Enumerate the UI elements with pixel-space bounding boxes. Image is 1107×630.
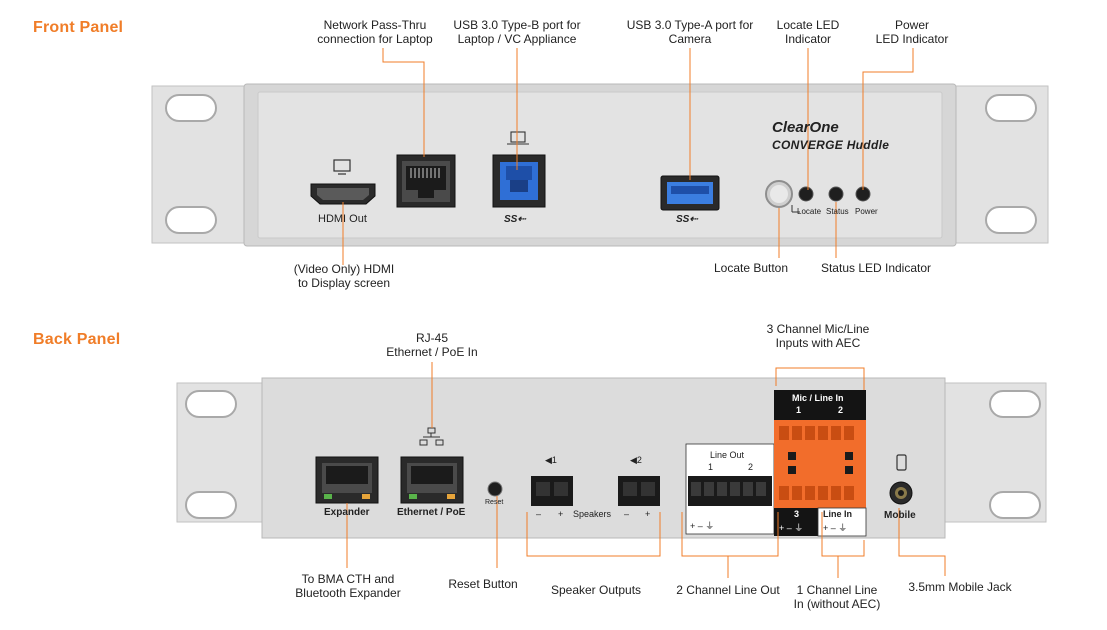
front-panel-chassis [151,83,1049,247]
channel-3-pins: + – ⏚ [779,523,804,533]
reset-button [487,481,503,497]
line-out-2-label: 2 [748,462,754,472]
hdmi-port [310,159,376,205]
channel-3-label: 3 [794,509,800,519]
callout-mic-line-inputs: 3 Channel Mic/Line Inputs with AEC [766,322,870,350]
reset-label: Reset [485,499,504,506]
speaker-1-icon: ◀1 [545,455,557,465]
line-in-pins: + – ⏚ [823,523,848,533]
expander-rj45-port [315,456,379,504]
rack-hole [985,206,1037,234]
callout-power-led: Power LED Indicator [875,18,949,46]
callout-line-in: 1 Channel Line In (without AEC) [793,583,881,611]
mic-line-in-label: Mic / Line In [792,393,844,403]
speakers-label: Speakers [573,509,612,519]
line-out-pins: + – ⏚ [690,521,715,531]
brand-logo-text: ClearOne [772,119,839,136]
speaker-terminal-1 [531,476,573,506]
rack-hole [165,94,217,122]
locate-button [765,180,793,208]
ethernet-poe-port [400,427,464,504]
mic-line-in-terminal [774,390,867,537]
callout-status-led: Status LED Indicator [820,261,932,275]
rack-hole [185,491,237,519]
speaker-2-plus: + [645,509,651,519]
phone-icon [896,454,907,471]
status-led [828,186,844,202]
rack-hole [985,94,1037,122]
back-callout-lines [346,362,946,578]
callout-mobile-jack: 3.5mm Mobile Jack [908,580,1012,594]
rack-hole [165,206,217,234]
speaker-1-minus: – [536,509,542,519]
callout-usb-type-b: USB 3.0 Type-B port for Laptop / VC Appl… [453,18,581,46]
speaker-terminal-2 [618,476,660,506]
locate-led [798,186,814,202]
callout-rj45: RJ-45 Ethernet / PoE In [386,331,478,359]
expander-label: Expander [324,507,370,518]
locate-led-label: Locate [797,207,822,216]
network-icon [419,427,444,446]
model-name: CONVERGE Huddle [772,138,890,152]
speaker-2-icon: ◀2 [630,455,642,465]
usb-type-b-port [492,131,546,208]
rack-hole [989,491,1041,519]
callout-network-pass-thru: Network Pass-Thru connection for Laptop [317,18,433,46]
mobile-jack [889,454,913,505]
callout-bma-expander: To BMA CTH and Bluetooth Expander [295,572,401,600]
mic-2-label: 2 [838,405,844,415]
speaker-2-minus: – [624,509,630,519]
front-panel-title: Front Panel [33,19,124,36]
callout-usb-type-a: USB 3.0 Type-A port for Camera [626,18,754,46]
hdmi-out-label: HDMI Out [318,213,367,225]
line-in-label: Line In [823,509,852,519]
callout-locate-button: Locate Button [713,261,789,275]
line-out-1-label: 1 [708,462,714,472]
line-out-label: Line Out [710,450,745,460]
rack-hole [989,390,1041,418]
mic-1-label: 1 [796,405,802,415]
superspeed-usb-icon: SS⇠ [676,214,698,225]
back-panel-title: Back Panel [33,331,121,348]
front-callout-lines [342,48,914,265]
callout-line-out: 2 Channel Line Out [676,583,780,597]
callout-locate-led: Locate LED Indicator [776,18,840,46]
callout-reset-button: Reset Button [448,577,518,591]
laptop-icon [510,131,526,143]
monitor-icon [333,159,351,172]
speaker-1-plus: + [558,509,564,519]
line-out-terminal [685,443,775,535]
ethernet-poe-label: Ethernet / PoE [397,507,466,518]
status-led-label: Status [826,207,849,216]
mobile-label: Mobile [884,510,916,521]
front-rj45-port [396,154,456,208]
callout-hdmi: (Video Only) HDMI to Display screen [293,262,395,290]
superspeed-usb-icon: SS⇠ [504,214,526,225]
usb-type-a-port [660,175,720,211]
rack-hole [185,390,237,418]
power-led-label: Power [855,207,878,216]
callout-speaker-outputs: Speaker Outputs [550,583,642,597]
